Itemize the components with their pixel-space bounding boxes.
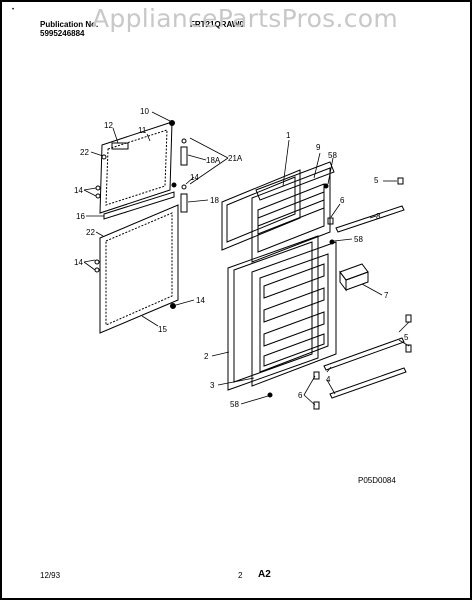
callout-22-top: 22 (80, 148, 89, 157)
model-number: FRT21QRAW0 (190, 20, 244, 29)
callout-9: 9 (316, 143, 321, 152)
callout-12: 12 (104, 121, 113, 130)
callout-8: 8 (376, 212, 381, 221)
callout-3: 3 (210, 381, 215, 390)
callout-1: 1 (286, 131, 291, 140)
hinge-pin-lower (181, 184, 187, 190)
end-cap-5-top (397, 177, 404, 185)
callout-7: 7 (384, 291, 389, 300)
screw-58-b (329, 239, 335, 245)
lower-door-trim-b (329, 367, 407, 399)
callout-11: 11 (138, 126, 147, 135)
callout-5-bottom: 5 (404, 333, 409, 342)
callout-18a: 18A (206, 156, 221, 165)
leader-lines (83, 111, 410, 406)
callout-58-mid: 58 (354, 235, 363, 244)
publication-label: Publication No. (40, 20, 99, 29)
fresh-food-door-liner (251, 241, 337, 387)
dairy-door (339, 263, 369, 292)
freezer-door-panel (221, 169, 301, 251)
end-cap-5-a (405, 314, 412, 323)
callout-4: 4 (326, 375, 331, 384)
callout-14-a: 14 (74, 186, 83, 195)
gasket-screw (170, 303, 176, 309)
fresh-food-door-panel (227, 235, 319, 391)
end-cap-5-b (405, 344, 412, 353)
callout-10: 10 (140, 107, 149, 116)
freezer-door-liner (251, 161, 335, 263)
watermark: AppliancePartsPros.com (92, 4, 399, 33)
publication-number: 5995246884 (40, 29, 85, 38)
hinge-cover-18a (180, 146, 188, 166)
footer-page-number: 2 (238, 571, 243, 580)
corner-mark: • (12, 7, 15, 13)
hinge-bracket (111, 142, 129, 150)
lower-door-gasket-frame (99, 204, 179, 334)
callout-5-top: 5 (374, 176, 379, 185)
callout-labels: 10 11 12 22 14 16 22 14 15 14 18A 21A 14… (74, 107, 409, 409)
callout-16: 16 (76, 212, 85, 221)
callout-58-top: 58 (328, 151, 337, 160)
upper-door-gasket-frame (99, 121, 173, 214)
callout-14-c: 14 (196, 296, 205, 305)
top-door-trim (335, 205, 405, 233)
end-cap-6-top (327, 217, 334, 225)
callout-22-bottom: 22 (86, 228, 95, 237)
callout-14-d: 14 (190, 173, 199, 182)
lower-door-trim-a (323, 337, 405, 371)
footer-date: 12/93 (40, 571, 61, 580)
callout-15: 15 (158, 325, 167, 334)
callout-18: 18 (210, 196, 219, 205)
divider-strip (103, 191, 175, 220)
gasket-screw-a (94, 259, 100, 265)
callout-6-bottom: 6 (298, 391, 303, 400)
callout-58-bottom: 58 (230, 400, 239, 409)
screw-58-a (323, 183, 329, 189)
hinge-cover-18 (180, 193, 188, 213)
screw-58-c (267, 392, 273, 398)
diagram-code: P05D0084 (358, 476, 396, 485)
callout-6-top: 6 (340, 196, 345, 205)
callout-21a: 21A (228, 154, 243, 163)
hinge-pin (181, 138, 187, 144)
callout-14-b: 14 (74, 258, 83, 267)
end-cap-6-a (313, 371, 320, 380)
gasket-screw-b (94, 267, 100, 273)
callout-2: 2 (204, 352, 209, 361)
footer-section: A2 (258, 569, 271, 580)
end-cap-6-b (313, 401, 320, 410)
frame-screws (95, 120, 177, 199)
